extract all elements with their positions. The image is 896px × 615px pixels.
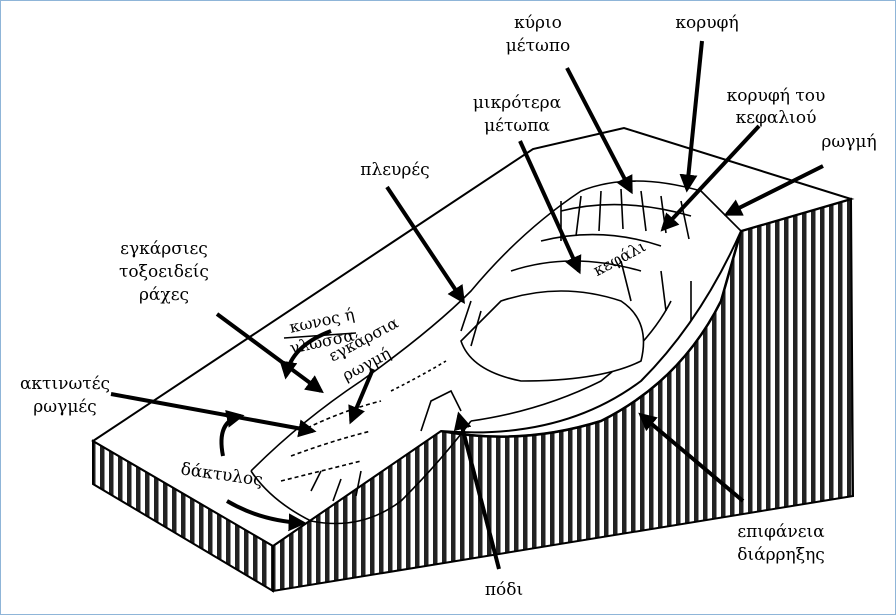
label-crown: κορυφή: [675, 13, 738, 33]
label-radial-cracks-2: ρωγμές: [33, 397, 96, 417]
label-top-of-head-1: κορυφή του: [727, 86, 826, 106]
label-radial-cracks-1: ακτινωτές: [20, 374, 110, 394]
label-rupture-surface-1: επιφάνεια: [737, 522, 825, 542]
label-crack: ρωγμή: [821, 132, 876, 152]
label-minor-scarps-1: μικρότερα: [473, 93, 562, 113]
label-transverse-ridges-3: ράχες: [139, 285, 189, 305]
label-foot: πόδι: [485, 580, 523, 600]
label-minor-scarps-2: μέτωπα: [484, 116, 550, 136]
label-rupture-surface-2: διάρρηξης: [737, 545, 825, 565]
label-flanks: πλευρές: [360, 160, 429, 180]
label-main-scarp-2: μέτωπο: [506, 36, 571, 56]
label-transverse-ridges-2: τοξοειδείς: [119, 262, 209, 282]
label-transverse-ridges-1: εγκάρσιες: [120, 239, 208, 259]
label-top-of-head-2: κεφαλιού: [736, 108, 817, 128]
label-main-scarp-1: κύριο: [514, 13, 562, 33]
